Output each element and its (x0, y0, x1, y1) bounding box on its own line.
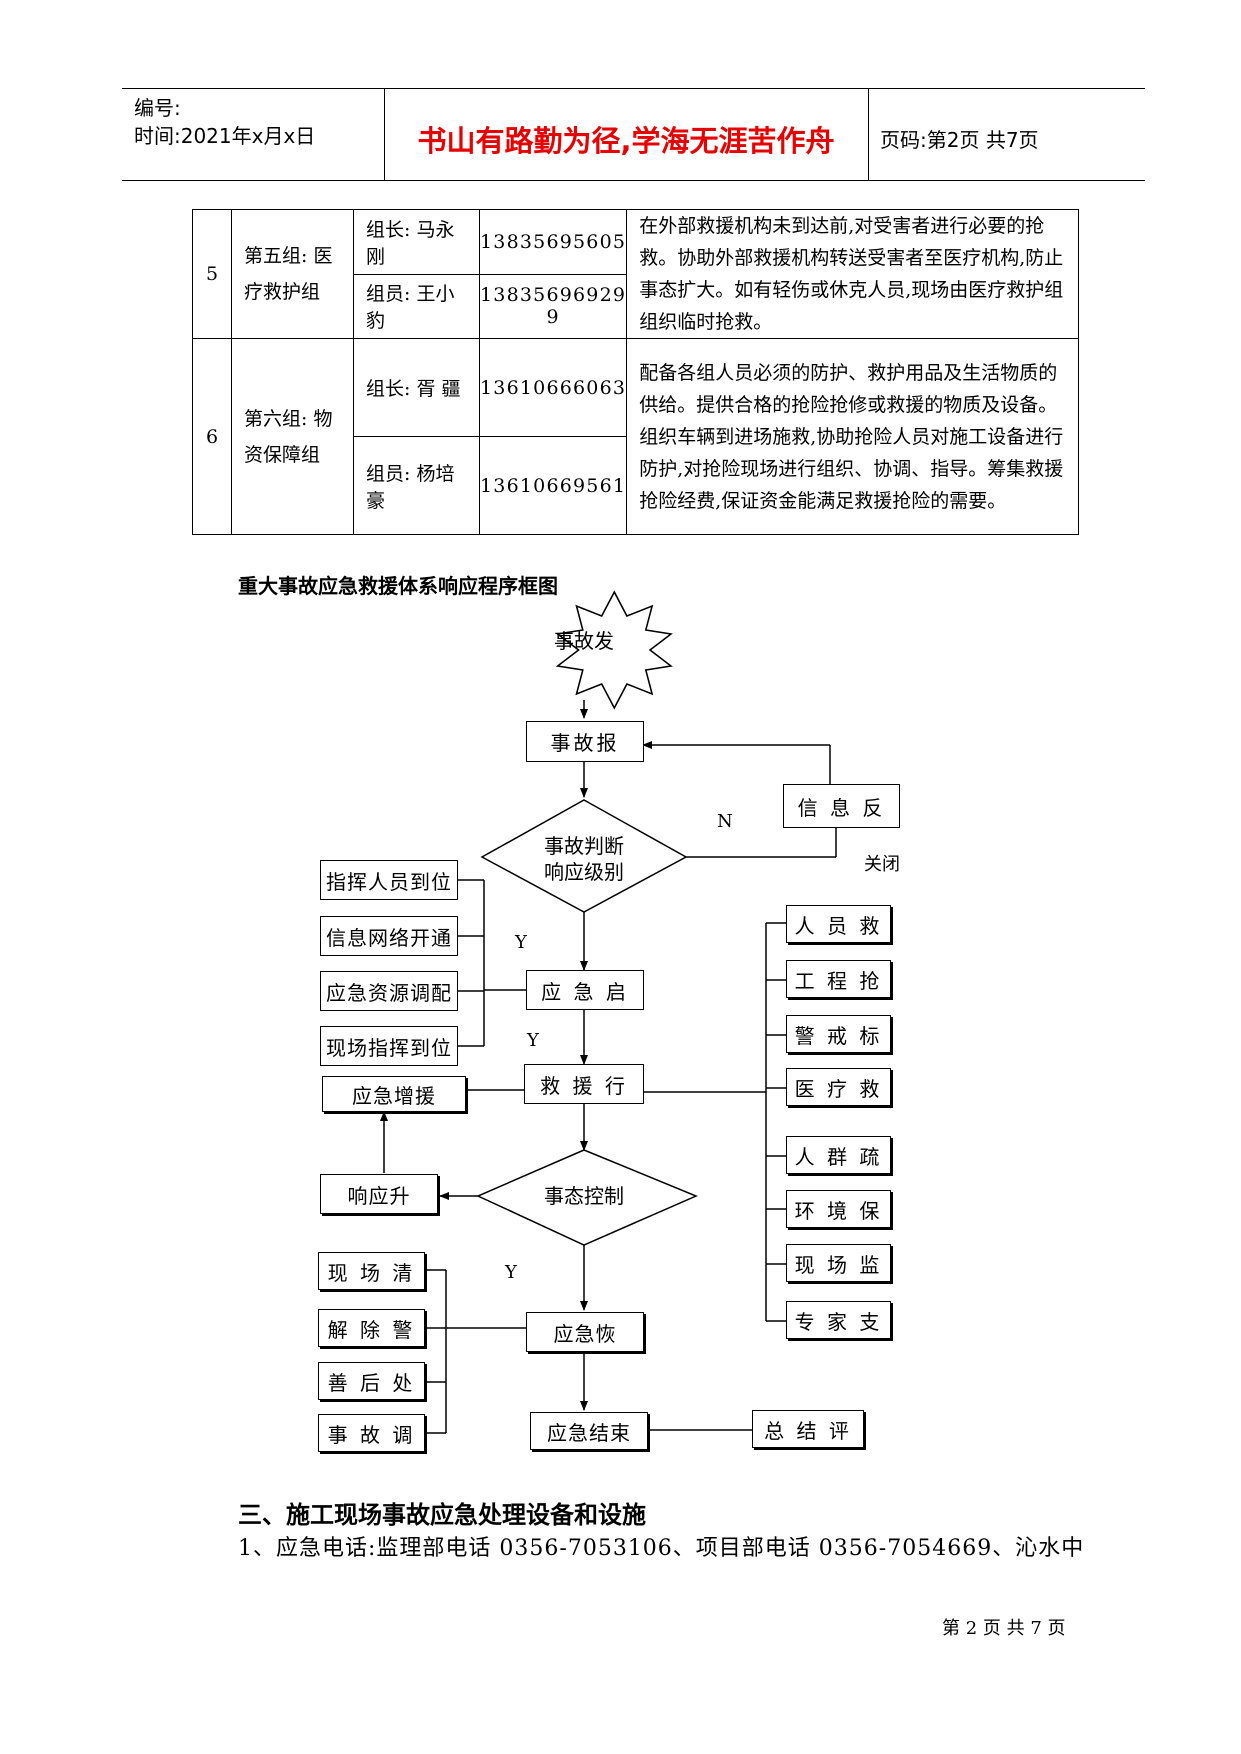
judge-diamond-shape (480, 799, 688, 913)
label-close: 关闭 (864, 854, 900, 875)
member-cell: 组员: 杨培豪 (353, 436, 480, 535)
right-item-environment: 环 境 保 (786, 1190, 891, 1228)
table-row: 组员: 杨培豪 13610669561 (193, 436, 1079, 535)
control-diamond-shape (476, 1149, 698, 1246)
left2-item-aftermath: 善 后 处 (318, 1362, 425, 1400)
group-name: 第六组: 物 资保障组 (231, 338, 354, 535)
header-page: 页码:第2页 共7页 (880, 128, 1039, 152)
group-name-line2: 资保障组 (244, 443, 321, 466)
group-name-line2: 疗救护组 (244, 281, 321, 303)
staff-table: 5 第五组: 医 疗救护组 组长: 马永刚 13835695605 在外部救援机… (192, 209, 1079, 535)
recover-box: 应急恢 (526, 1312, 644, 1352)
group-name-line1: 第五组: 医 (244, 245, 333, 267)
header-divider-left (384, 88, 385, 180)
left1-item-site-command: 现场指挥到位 (320, 1026, 458, 1066)
duty-cell: 在外部救援机构未到达前,对受害者进行必要的抢救。协助外部救援机构转送受害者至医疗… (626, 209, 1079, 339)
end-box: 应急结束 (530, 1412, 648, 1450)
left2-item-investigate: 事 故 调 (318, 1414, 425, 1452)
table-row: 5 第五组: 医 疗救护组 组长: 马永刚 13835695605 在外部救援机… (192, 209, 1079, 339)
control-label: 事态控制 (544, 1184, 624, 1208)
start-label: 事故发 (554, 629, 614, 653)
header-number: 编号: (134, 96, 181, 120)
reinforce-box: 应急增援 (322, 1076, 466, 1112)
row-number: 6 (192, 338, 232, 535)
feedback-box: 信 息 反 (783, 784, 900, 828)
right-item-monitor: 现 场 监 (786, 1244, 891, 1282)
right-item-rescue-people: 人 员 救 (786, 905, 891, 943)
page-footer: 第 2 页 共 7 页 (942, 1618, 1066, 1639)
right-item-medical: 医 疗 救 (786, 1068, 891, 1106)
header-bottom-rule (122, 180, 1145, 181)
group-name: 第五组: 医 疗救护组 (231, 209, 354, 339)
right-item-evacuate: 人 群 疏 (786, 1136, 891, 1174)
right-item-engineering: 工 程 抢 (786, 960, 891, 998)
header-divider-right (868, 88, 869, 180)
table-row: 6 第六组: 物 资保障组 组长: 胥 疆 13610666063 配备各组人员… (192, 338, 1079, 535)
activate-box: 应 急 启 (526, 970, 644, 1010)
leader-cell: 组长: 胥 疆 (353, 338, 480, 437)
start-burst-shape (555, 590, 673, 710)
judge-label: 事故判断 响应级别 (524, 833, 644, 885)
header-top-rule (122, 88, 1145, 89)
group-name-line1: 第六组: 物 (244, 407, 333, 430)
right-item-experts: 专 家 支 (786, 1301, 891, 1339)
label-y2: Y (527, 1030, 539, 1051)
header-time: 时间:2021年x月x日 (134, 124, 316, 148)
flowchart-title: 重大事故应急救援体系响应程序框图 (238, 574, 558, 598)
section-heading: 三、施工现场事故应急处理设备和设施 (238, 1501, 646, 1529)
label-n: N (717, 811, 733, 832)
left1-item-resources: 应急资源调配 (320, 971, 458, 1011)
label-y3: Y (505, 1262, 517, 1283)
leader-cell: 组长: 马永刚 (353, 209, 480, 275)
label-y1: Y (515, 932, 527, 953)
judge-label-line1: 事故判断 (544, 834, 624, 858)
section-paragraph: 1、应急电话:监理部电话 0356-7053106、项目部电话 0356-705… (238, 1536, 1085, 1561)
left2-item-clear-site: 现 场 清 (318, 1252, 425, 1290)
left2-item-lift-alert: 解 除 警 (318, 1309, 425, 1347)
execute-box: 救 援 行 (524, 1064, 644, 1104)
summary-box: 总 结 评 (752, 1410, 864, 1448)
header-motto: 书山有路勤为径,学海无涯苦作舟 (417, 124, 835, 158)
leader-phone: 13835695605 (478, 209, 628, 275)
report-box: 事故报 (526, 721, 644, 762)
left1-item-network: 信息网络开通 (320, 916, 458, 956)
duty-cell: 配备各组人员必须的防护、救护用品及生活物质的供给。提供合格的抢险抢修或救援的物质… (626, 338, 1079, 535)
member-cell: 组员: 王小豹 (353, 273, 480, 339)
left1-item-commander: 指挥人员到位 (320, 860, 458, 900)
member-phone: 13610669561 (478, 436, 628, 535)
judge-label-line2: 响应级别 (544, 860, 624, 884)
right-item-cordon: 警 戒 标 (786, 1015, 891, 1053)
escalate-box: 响应升 (320, 1174, 438, 1214)
